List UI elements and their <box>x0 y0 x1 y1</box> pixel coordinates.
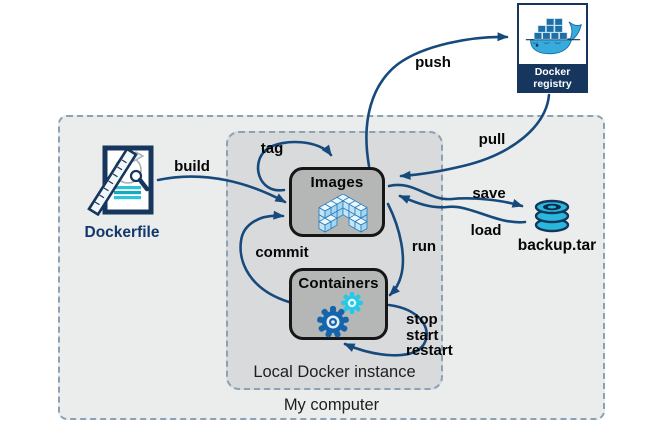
dockerfile-label: Dockerfile <box>84 224 160 241</box>
restart-label: restart <box>406 342 453 359</box>
dockerfile-icon <box>87 145 154 217</box>
build-label: build <box>174 158 210 175</box>
database-stack-icon <box>534 199 570 233</box>
gears-icon <box>317 292 363 338</box>
commit-label: commit <box>255 244 309 261</box>
push-label: push <box>415 54 451 71</box>
local-docker-instance-label: Local Docker instance <box>253 363 416 381</box>
docker-whale-icon <box>525 17 582 54</box>
cubes-pyramid-icon <box>318 194 368 233</box>
containers-label: Containers <box>298 275 379 292</box>
docker-registry-label: Docker registry <box>519 64 586 91</box>
my-computer-label: My computer <box>283 396 380 414</box>
save-label: save <box>472 185 506 202</box>
start-label: start <box>406 326 439 344</box>
load-label: load <box>470 222 502 239</box>
lifecycle-label: stop start restart <box>406 312 453 359</box>
images-node: Images <box>289 167 385 237</box>
backup-tar-label: backup.tar <box>517 237 597 254</box>
tag-label: tag <box>260 140 284 157</box>
stop-label: stop <box>406 311 438 328</box>
containers-node: Containers <box>289 268 388 340</box>
docker-registry-node: Docker registry <box>517 3 588 93</box>
run-label: run <box>411 238 437 255</box>
pull-label: pull <box>478 131 506 148</box>
images-label: Images <box>310 174 364 191</box>
